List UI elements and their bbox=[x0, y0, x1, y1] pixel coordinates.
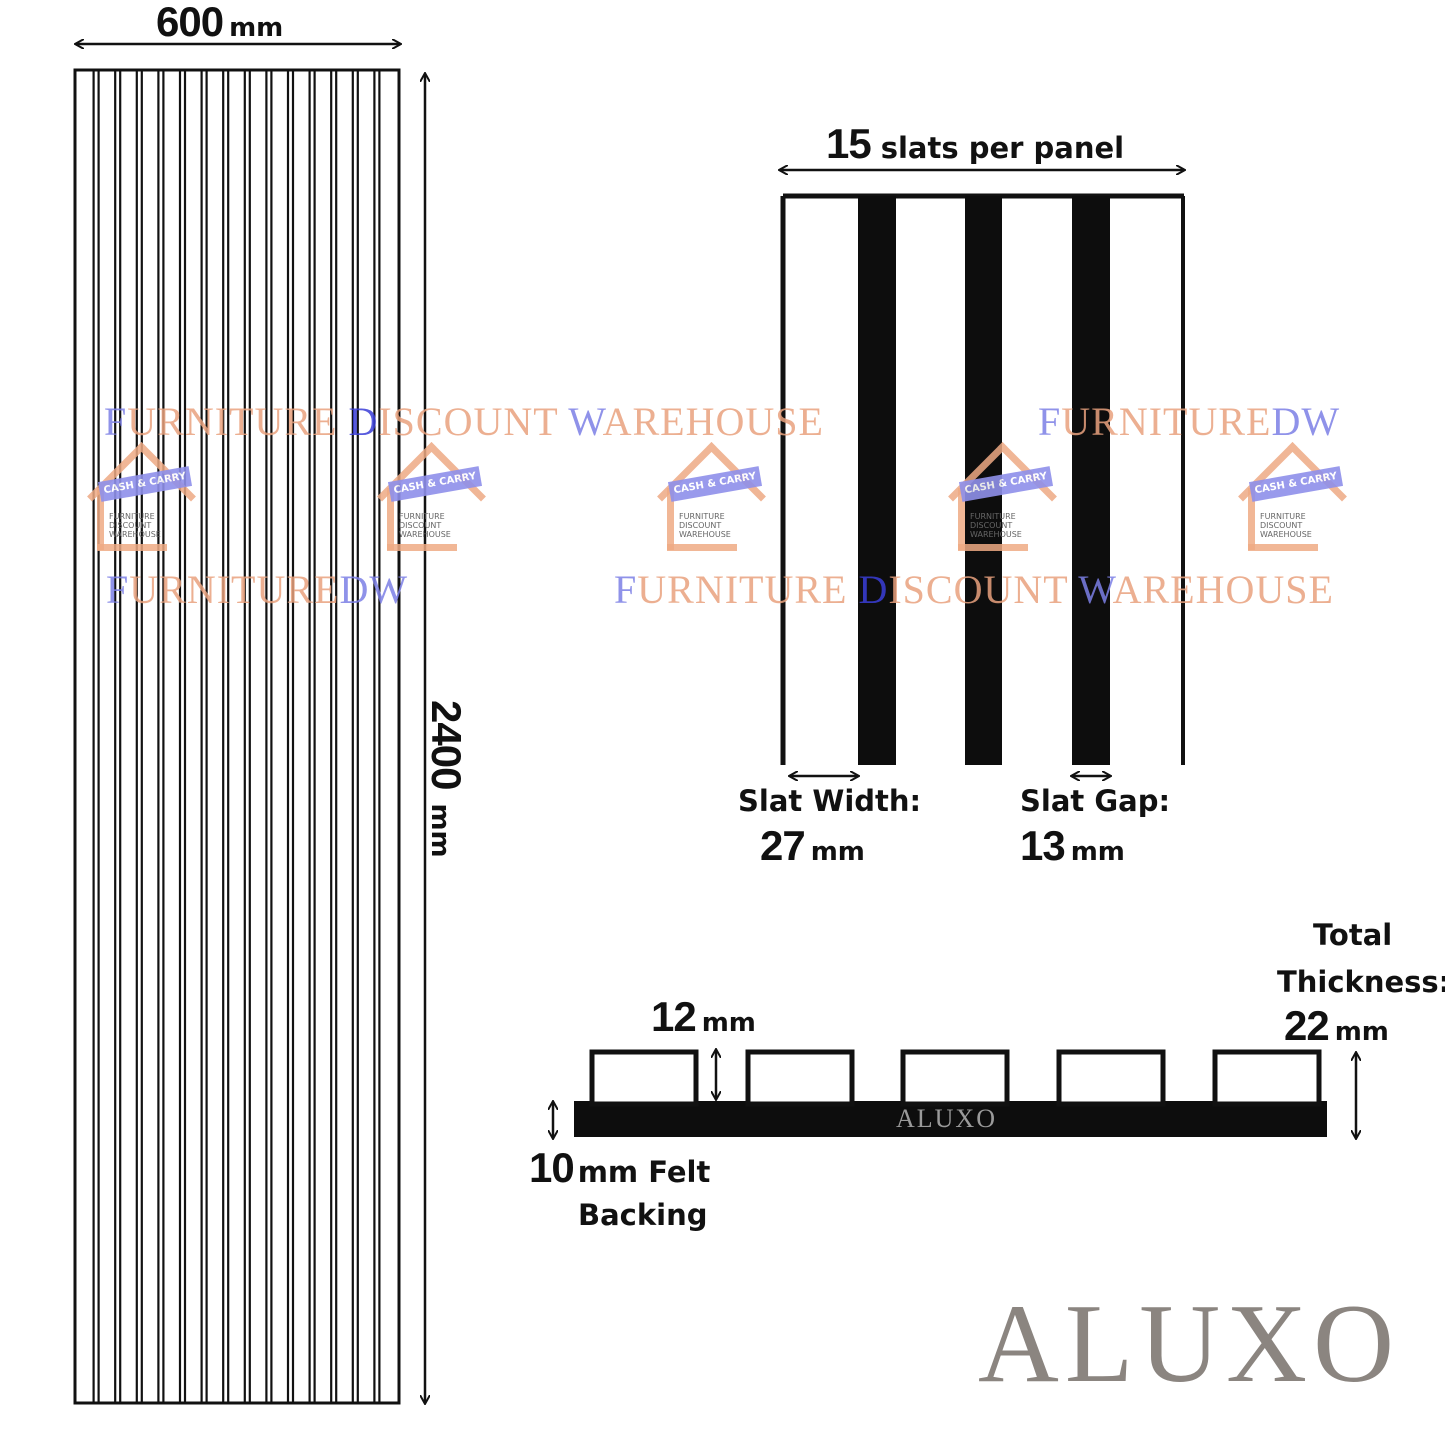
profile-slat bbox=[745, 1049, 855, 1107]
watermark-short-name-1: FURNITUREDW bbox=[1038, 399, 1341, 444]
slat-width-unit: mm bbox=[810, 837, 865, 867]
slat-gap-unit: mm bbox=[1070, 837, 1125, 867]
profile-section bbox=[574, 1049, 1327, 1137]
watermark-full-name-1: FURNITURE DISCOUNT WAREHOUSE bbox=[104, 399, 824, 444]
felt-backing bbox=[574, 1101, 1327, 1137]
slat-count-text: slats per panel bbox=[880, 131, 1125, 165]
profile-slat bbox=[589, 1049, 699, 1107]
slat-count-value: 15 bbox=[826, 120, 872, 167]
felt-value: 10 bbox=[529, 1144, 575, 1191]
slat-width-title: Slat Width: bbox=[738, 784, 922, 818]
slat-height-unit: mm bbox=[701, 1008, 756, 1038]
panel-height-unit: mm bbox=[425, 803, 455, 858]
slat-width-value: 27 bbox=[760, 822, 806, 869]
panel-width-value: 600 bbox=[156, 0, 224, 45]
panel-width-unit: mm bbox=[229, 13, 284, 43]
total-thickness-value: 22 bbox=[1284, 1002, 1330, 1049]
profile-slat bbox=[1056, 1049, 1166, 1107]
felt-text-2: Backing bbox=[578, 1198, 708, 1232]
watermark-full-name-2: FURNITURE DISCOUNT WAREHOUSE bbox=[614, 567, 1334, 612]
total-thickness-unit: mm bbox=[1334, 1017, 1389, 1047]
total-thickness-title-2: Thickness: bbox=[1277, 965, 1445, 999]
front-panel bbox=[73, 68, 401, 1405]
felt-text-1: mm Felt bbox=[577, 1155, 711, 1189]
slat-bar bbox=[858, 196, 896, 765]
slat-gap-title: Slat Gap: bbox=[1020, 784, 1171, 818]
aluxo-brand-logo: ALUXO bbox=[978, 1282, 1400, 1406]
total-thickness-title-1: Total bbox=[1313, 918, 1393, 952]
panel-height-value: 2400 bbox=[423, 700, 470, 790]
profile-slat bbox=[1212, 1049, 1322, 1107]
panel-height-label: 2400 mm bbox=[422, 700, 470, 858]
panel-slat-lines bbox=[92, 70, 381, 1403]
watermark-short-name-2: FURNITUREDW bbox=[106, 567, 409, 612]
slat-gap-value: 13 bbox=[1020, 822, 1066, 869]
felt-brand-mark: ALUXO bbox=[896, 1104, 997, 1133]
profile-slat bbox=[900, 1049, 1010, 1107]
slat-height-value: 12 bbox=[651, 993, 697, 1040]
slat-bar bbox=[1072, 196, 1110, 765]
profile-slats bbox=[589, 1049, 1322, 1107]
